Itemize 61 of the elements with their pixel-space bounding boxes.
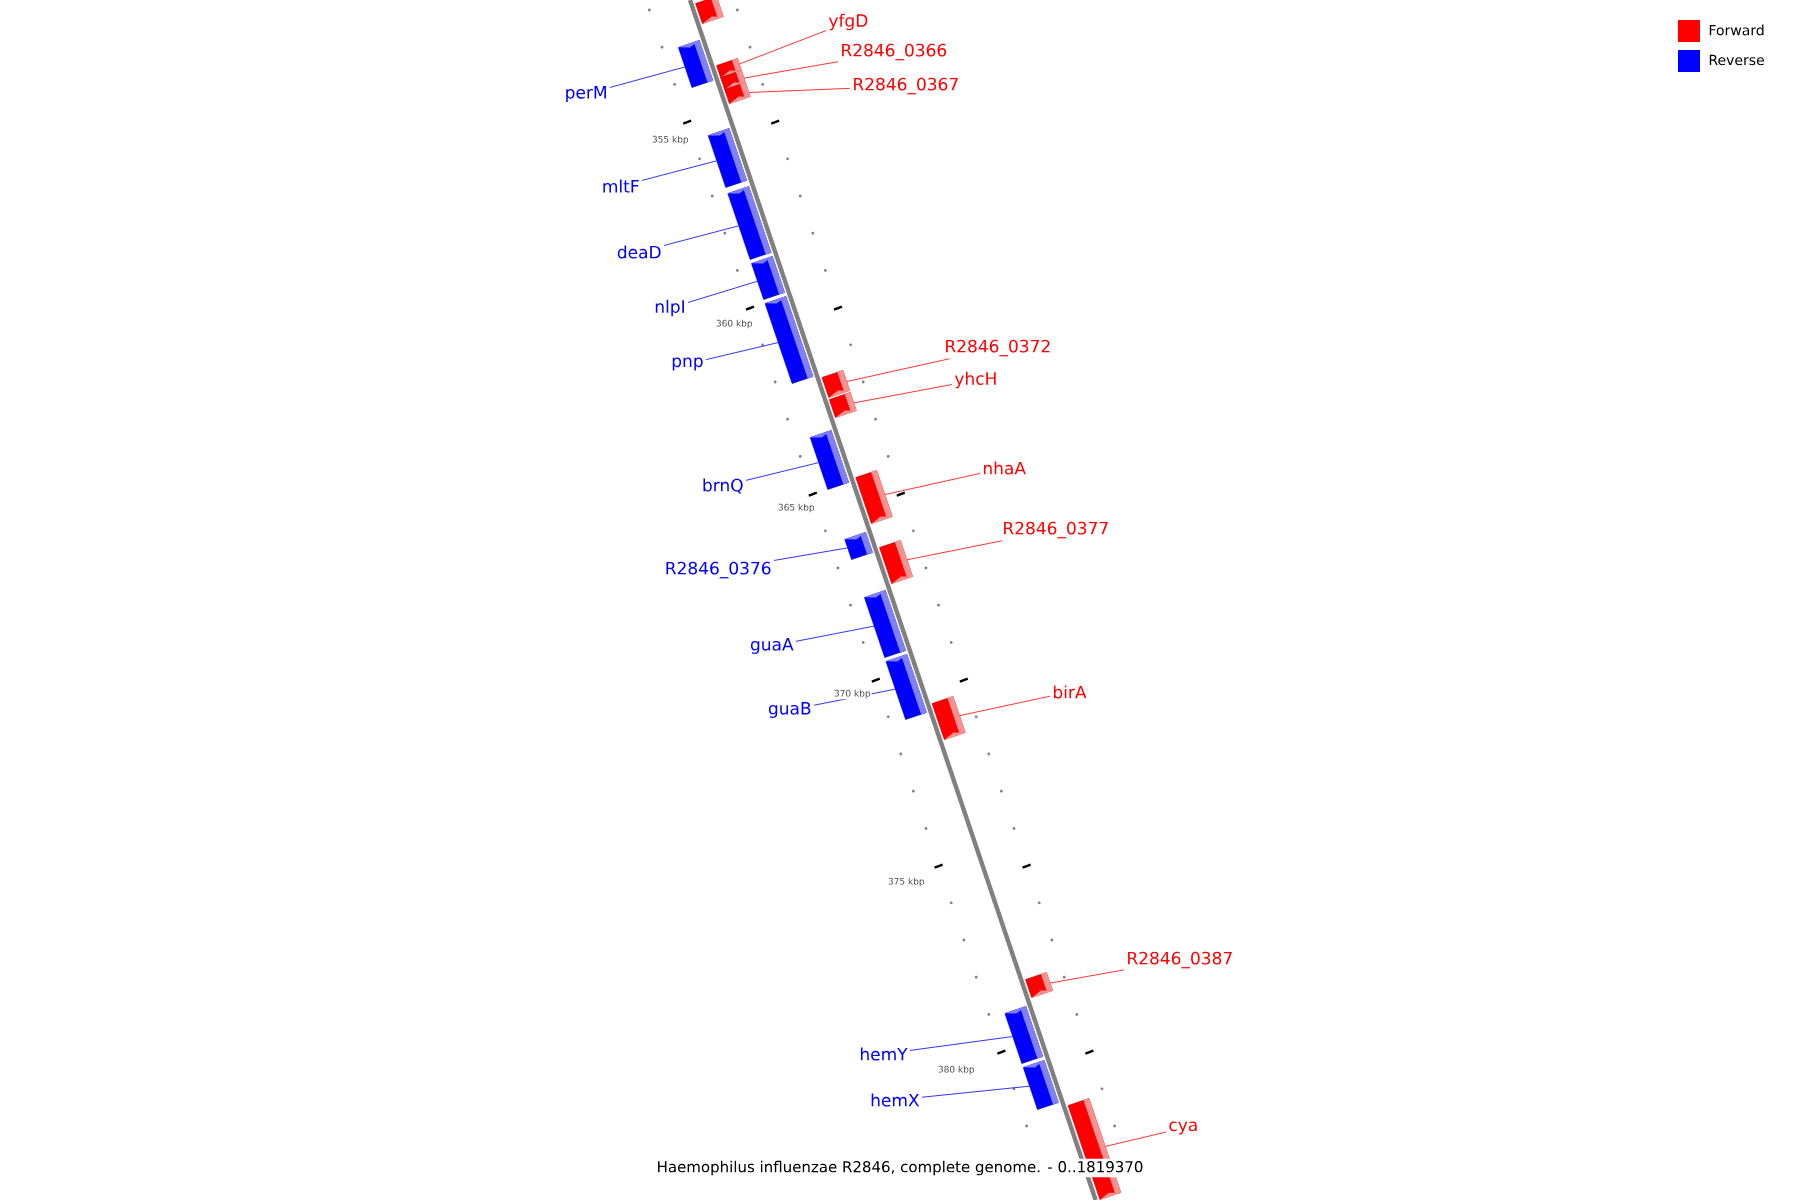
gene-block [764,296,814,384]
gene-block [727,186,772,260]
gene-label: guaA [750,638,794,654]
gene-label: R2846_0376 [666,561,771,579]
gene-block [1022,1060,1059,1110]
gene-label: hemY [860,1047,908,1061]
leader-line [687,280,758,303]
gene-label: birA [1053,685,1087,699]
gene-block [879,540,913,584]
leader-line [921,1085,1030,1098]
leader-line [906,540,1003,561]
leader-line [743,61,839,79]
leader-line [745,462,819,481]
leader-line [663,225,739,246]
gene-block [821,370,850,398]
gene-block [931,696,966,740]
gene-block [885,654,927,720]
gene-label: mltF [603,179,639,193]
leader-line [795,625,875,642]
leader-line [853,384,953,404]
leader-line [641,160,717,181]
gene-label: nlpI [655,299,684,317]
gene-block [695,0,724,24]
gene-block [1004,1006,1044,1064]
gene-block [844,532,873,560]
gene-label: yhcH [954,371,996,389]
gene-label: guaB [768,702,811,718]
gene-label: cya [1169,1121,1197,1135]
leader-line [705,342,779,360]
gene-label: R2846_0377 [1004,521,1108,539]
gene-block [1025,972,1053,998]
gene-label: hemX [871,1093,920,1107]
leader-line [1105,1131,1167,1147]
leader-line [884,473,981,495]
gene-label: R2846_0367 [854,77,958,95]
gene-block [724,82,751,104]
gene-label: pnp [672,357,703,371]
gene-label: R2846_0372 [946,339,1050,357]
leader-line [773,547,848,561]
leader-line [813,688,896,706]
leader-line [909,1036,1013,1051]
gene-label: R2846_0366 [842,43,947,61]
gene-block [751,256,785,300]
gene-block [678,40,714,88]
gene-block [829,392,857,418]
gene-block [855,470,893,524]
leader-line [748,87,851,93]
leader-line [1049,969,1125,984]
gene-label: deaD [617,245,661,259]
gene-block [809,430,849,490]
leader-line [959,695,1051,716]
gene-label: perM [566,86,606,102]
gene-label: nhaA [983,461,1026,475]
gene-label: R2846_0387 [1128,951,1232,969]
leader-line [846,358,950,382]
leader-line [609,66,686,88]
leader-line [739,30,827,65]
gene-block [707,128,747,188]
gene-block [864,590,906,658]
gene-label: brnQ [703,478,743,494]
gene-label: yfgD [828,13,868,31]
